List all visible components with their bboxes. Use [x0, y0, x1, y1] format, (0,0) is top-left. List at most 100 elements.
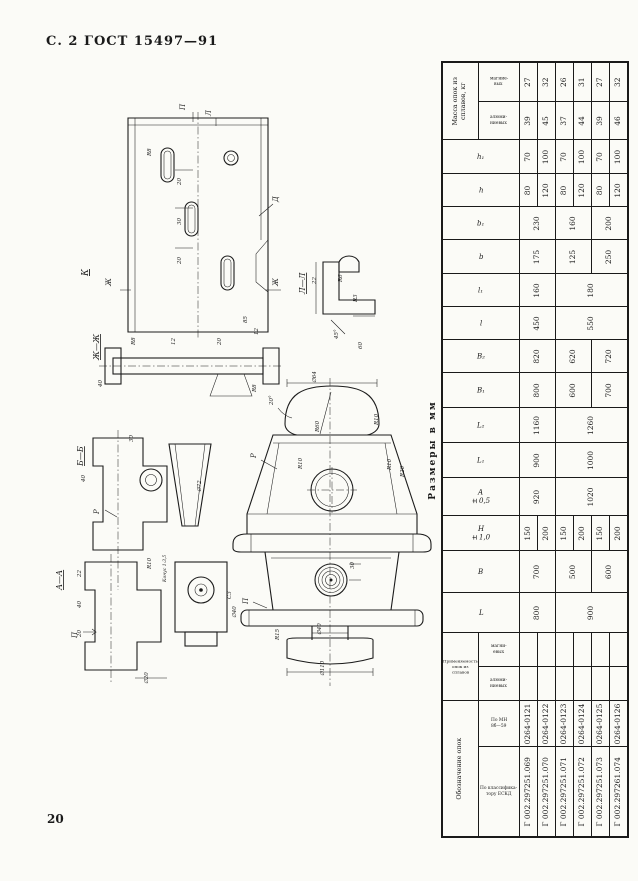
col-group-usage: Применяемость опок из сплавов	[442, 632, 479, 701]
drawing-label-П: П	[179, 103, 187, 111]
drawing-dim: ∅72	[197, 480, 203, 492]
cell-L2: 1260	[555, 407, 628, 443]
drawing-dim: С3	[227, 591, 233, 599]
cell-l1: 160	[519, 273, 556, 307]
drawing-label-Л—Л: Л—Л	[298, 272, 307, 295]
cell-usage_al	[519, 666, 538, 701]
cell-H: 150	[591, 515, 610, 551]
cell-L: 900	[555, 592, 628, 633]
drawing-label-Р: Р	[250, 453, 258, 459]
cell-mn: 0264-0126	[609, 700, 628, 747]
drawing-label-А—А: А—А	[55, 570, 64, 591]
cell-h1: 70	[519, 139, 538, 174]
drawing-dim: ∅20	[144, 672, 150, 684]
col-header-H: H ±1,0	[442, 515, 520, 551]
col-header-b: b	[442, 239, 520, 274]
cell-mn: 0264-0124	[573, 700, 592, 747]
drawing-label-П: П	[242, 597, 250, 605]
cell-b1: 160	[555, 206, 592, 240]
cell-H: 200	[573, 515, 592, 551]
cell-B2: 820	[519, 339, 556, 373]
drawing-label-П: П	[71, 631, 79, 639]
drawing-dim: 30	[350, 562, 356, 569]
drawing-label-Л: Л	[205, 110, 213, 117]
drawing-label-Б—Б: Б—Б	[76, 446, 85, 467]
cell-B: 500	[555, 550, 592, 593]
rotated-table-block: Размеры в мм Обозначение опок Применяемо…	[428, 60, 629, 838]
drawing-dim: 12	[254, 328, 260, 335]
col-header-l1: l₁	[442, 273, 520, 307]
drawing-dim: ∅40	[317, 623, 323, 635]
cell-B1: 600	[555, 372, 592, 408]
cell-h: 120	[537, 173, 556, 207]
drawing-dim: 20	[177, 178, 183, 186]
col-header-L1: L₁	[442, 442, 520, 478]
table-title: Размеры в мм	[428, 400, 438, 500]
cell-mass_al: 46	[609, 101, 628, 140]
cell-b1: 200	[591, 206, 628, 240]
cell-H: 150	[555, 515, 574, 551]
drawing-dim: 20	[217, 338, 223, 346]
cell-usage_mg	[573, 632, 592, 667]
cell-b: 250	[591, 239, 628, 274]
dimensions-table: Обозначение опок Применяемость опок из с…	[441, 60, 629, 838]
cell-h: 80	[519, 173, 538, 207]
col-header-usage-mg: магни- евых	[478, 632, 520, 667]
cell-mass_mg: 31	[573, 61, 592, 102]
cell-b1: 230	[519, 206, 556, 240]
col-header-B: B	[442, 550, 520, 593]
cell-mn: 0264-0125	[591, 700, 610, 747]
cell-B2: 620	[555, 339, 592, 373]
col-header-h: h	[442, 173, 520, 207]
drawing-dim: 85	[243, 316, 249, 323]
drawing-label-К: К	[81, 268, 91, 277]
drawing-dim: 20	[177, 257, 183, 265]
cell-b: 175	[519, 239, 556, 274]
drawing-dim: ∅64	[312, 371, 318, 383]
col-header-b1: b₁	[442, 206, 520, 240]
cell-L1: 1000	[555, 442, 628, 478]
drawing-dim: 20	[77, 630, 83, 638]
cell-B1: 800	[519, 372, 556, 408]
cell-b: 125	[555, 239, 592, 274]
cell-usage_mg	[555, 632, 574, 667]
cell-usage_mg	[537, 632, 556, 667]
drawing-dim: 20°	[269, 395, 275, 406]
drawing-dim: 12	[171, 338, 177, 345]
col-header-mass-al: алюми- ниевых	[478, 101, 520, 140]
cell-H: 200	[537, 515, 556, 551]
cell-mass_mg: 32	[537, 61, 556, 102]
cell-eskd: Г 002.297261.074	[609, 747, 628, 837]
drawing-dim: 60	[358, 342, 364, 349]
cell-A: 1020	[555, 477, 628, 516]
col-header-eskd: По классифика- тору ЕСКД	[478, 747, 520, 837]
cell-mass_al: 39	[519, 101, 538, 140]
cell-h1: 100	[537, 139, 556, 174]
col-header-h1: h₁	[442, 139, 520, 174]
cell-mass_mg: 27	[591, 61, 610, 102]
drawing-dim: R15	[275, 628, 281, 641]
cell-usage_al	[609, 666, 628, 701]
cell-mn: 0264-0123	[555, 700, 574, 747]
section-a-a	[83, 554, 228, 682]
drawing-dim: R8	[252, 384, 258, 393]
drawing-label-Ж: Ж	[105, 277, 113, 287]
cell-B2: 720	[591, 339, 628, 373]
drawing-dim: 30	[129, 435, 135, 442]
drawing-label-Ж: Ж	[272, 277, 280, 287]
cell-mass_al: 45	[537, 101, 556, 140]
cell-eskd: Г 002.297251.072	[573, 747, 592, 837]
drawing-dim: R20	[400, 465, 406, 478]
drawing-dim: 30	[177, 218, 183, 225]
drawing-dim: 40	[77, 601, 83, 609]
cell-A: 920	[519, 477, 556, 516]
cell-H: 200	[609, 515, 628, 551]
section-l-l	[315, 255, 376, 335]
drawing-dim: ∅110	[320, 660, 326, 676]
col-group-designation: Обозначение опок	[442, 700, 479, 837]
drawing-dim: Конус 1:3,5	[162, 555, 168, 583]
drawing-label-Р: Р	[93, 509, 101, 515]
